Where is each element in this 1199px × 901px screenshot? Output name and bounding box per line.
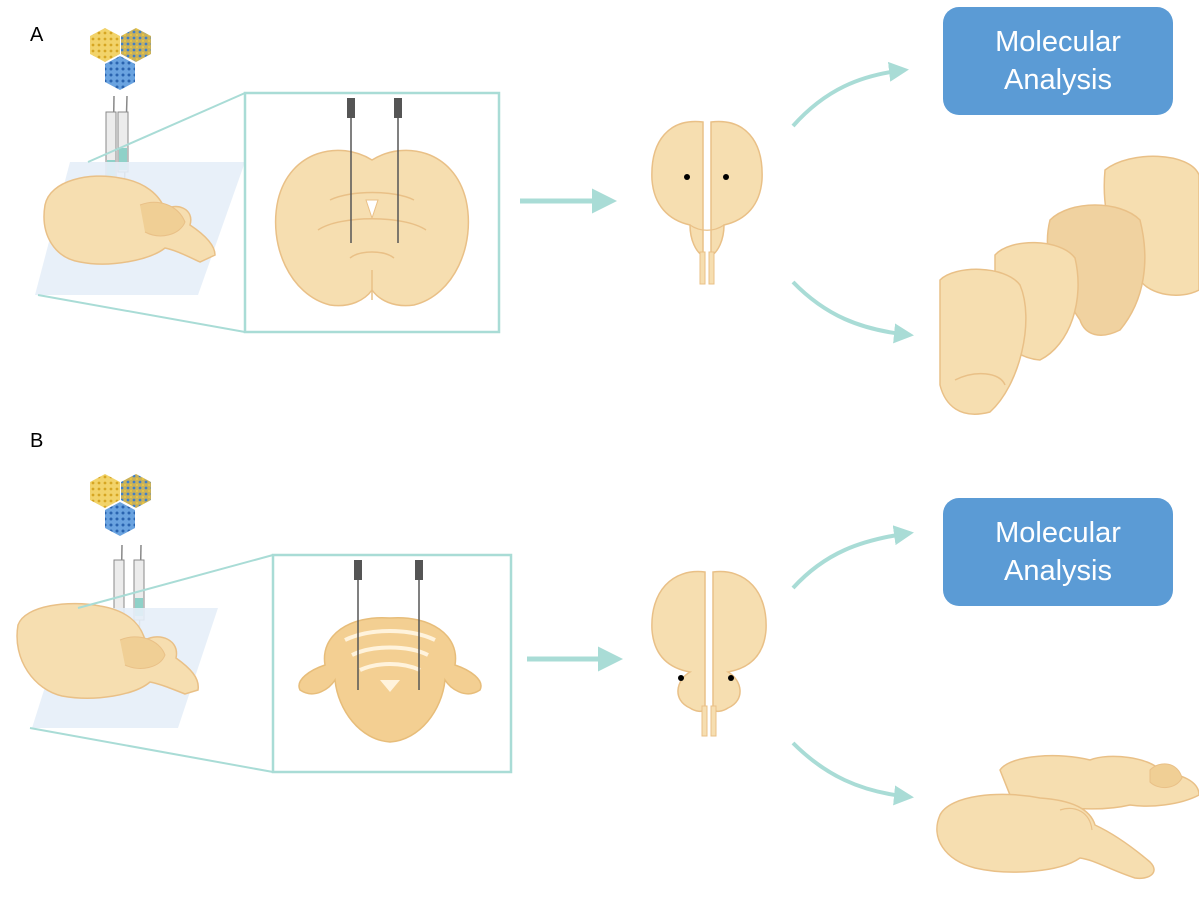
curved-arrow-icon xyxy=(793,533,910,588)
cerebellar-brain-section xyxy=(299,618,481,742)
coronal-brain-section xyxy=(276,150,469,305)
curved-arrow-icon xyxy=(793,743,910,797)
dorsal-brain-icon xyxy=(652,122,762,284)
dorsal-brain-icon xyxy=(652,572,766,736)
virus-particles-icon xyxy=(90,474,151,536)
sagittal-sections-icon xyxy=(937,756,1199,879)
curved-arrow-icon xyxy=(793,282,910,335)
virus-particles-icon xyxy=(90,28,151,90)
serial-sections-icon xyxy=(940,156,1199,414)
curved-arrow-icon xyxy=(793,70,905,126)
